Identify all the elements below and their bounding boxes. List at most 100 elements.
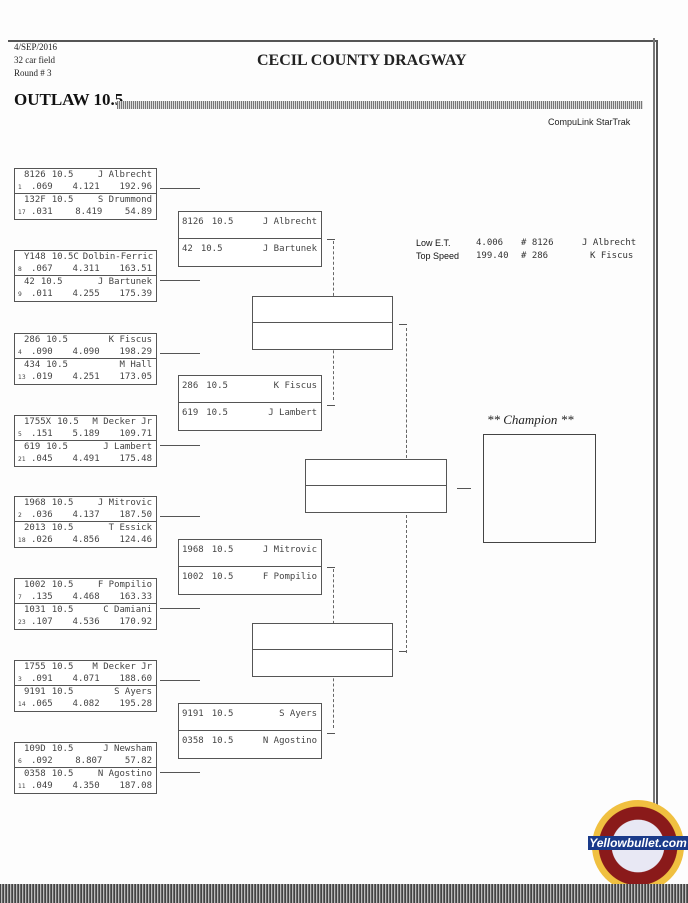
seed: 14 bbox=[18, 701, 26, 708]
class: 10.5 bbox=[206, 381, 228, 391]
seed: 23 bbox=[18, 619, 26, 626]
page-frame bbox=[8, 40, 658, 903]
racer-entry: 8126 10.5 J Albrecht bbox=[179, 212, 321, 239]
driver-name: J Lambert bbox=[103, 442, 152, 452]
round-number: Round # 3 bbox=[14, 68, 52, 78]
driver-name: T Essick bbox=[108, 523, 152, 533]
car-number: 1031 bbox=[24, 605, 46, 615]
final-matchup bbox=[305, 459, 447, 513]
elapsed-time: 4.350 bbox=[72, 781, 100, 791]
champion-label: ** Champion ** bbox=[487, 412, 574, 427]
class: 10.5 bbox=[51, 605, 74, 615]
seed: 8 bbox=[18, 266, 22, 273]
bracket-connector bbox=[333, 668, 334, 728]
top-speed-value: 199.40 bbox=[476, 251, 509, 261]
elapsed-time: 4.491 bbox=[72, 454, 100, 464]
seed: 9 bbox=[18, 291, 22, 298]
car-number: 2013 bbox=[24, 523, 46, 533]
elapsed-time: 8.807 bbox=[75, 756, 103, 766]
bracket-connector bbox=[399, 651, 407, 652]
empty-slot bbox=[306, 460, 446, 486]
driver-name: S Ayers bbox=[114, 687, 152, 697]
reaction-time: .019 bbox=[31, 372, 53, 382]
driver-name: J Mitrovic bbox=[262, 545, 317, 555]
driver-name: J Bartunek bbox=[262, 244, 317, 254]
semifinal-matchup bbox=[252, 623, 393, 677]
class: 10.5 bbox=[51, 744, 74, 754]
elapsed-time: 4.090 bbox=[72, 347, 100, 357]
car-number: 9191 bbox=[24, 687, 46, 697]
top-speed-driver: K Fiscus bbox=[590, 251, 634, 261]
class: 10.5 bbox=[211, 217, 234, 227]
car-number: 132F bbox=[24, 195, 46, 205]
reaction-time: .031 bbox=[31, 207, 53, 217]
class: 10.5 bbox=[46, 335, 68, 345]
speed: 54.89 bbox=[124, 207, 152, 217]
car-number: 1968 bbox=[24, 498, 46, 508]
class: 10.5 bbox=[211, 736, 234, 746]
field-size: 32 car field bbox=[14, 55, 55, 65]
driver-name: C Damiani bbox=[103, 605, 152, 615]
bracket-connector bbox=[333, 340, 334, 400]
empty-slot bbox=[253, 323, 392, 349]
seed: 1 bbox=[18, 184, 22, 191]
class: 10.5 bbox=[51, 523, 74, 533]
driver-name: J Albrecht bbox=[262, 217, 317, 227]
reaction-time: .091 bbox=[31, 674, 53, 684]
bracket-connector bbox=[327, 567, 335, 568]
car-number: 8126 bbox=[182, 217, 204, 227]
class: 10.5 bbox=[51, 170, 74, 180]
reaction-time: .069 bbox=[31, 182, 53, 192]
speed: 124.46 bbox=[119, 535, 153, 545]
page-frame-edge bbox=[653, 38, 655, 878]
class: 10.5 bbox=[51, 195, 74, 205]
reaction-time: .045 bbox=[31, 454, 53, 464]
car-number: 619 bbox=[182, 408, 199, 418]
speed: 57.82 bbox=[124, 756, 152, 766]
seed: 17 bbox=[18, 209, 26, 216]
elapsed-time: 4.536 bbox=[72, 617, 100, 627]
bracket-connector bbox=[327, 733, 335, 734]
class: 10.5 bbox=[51, 687, 74, 697]
class: 10.5 bbox=[51, 769, 74, 779]
bracket-connector bbox=[406, 430, 407, 653]
reaction-time: .067 bbox=[31, 264, 53, 274]
bracket-connector bbox=[160, 445, 200, 446]
reaction-time: .092 bbox=[31, 756, 53, 766]
reaction-time: .049 bbox=[31, 781, 53, 791]
speed: 187.50 bbox=[119, 510, 153, 520]
car-number: 619 bbox=[24, 442, 41, 452]
reaction-time: .036 bbox=[31, 510, 53, 520]
